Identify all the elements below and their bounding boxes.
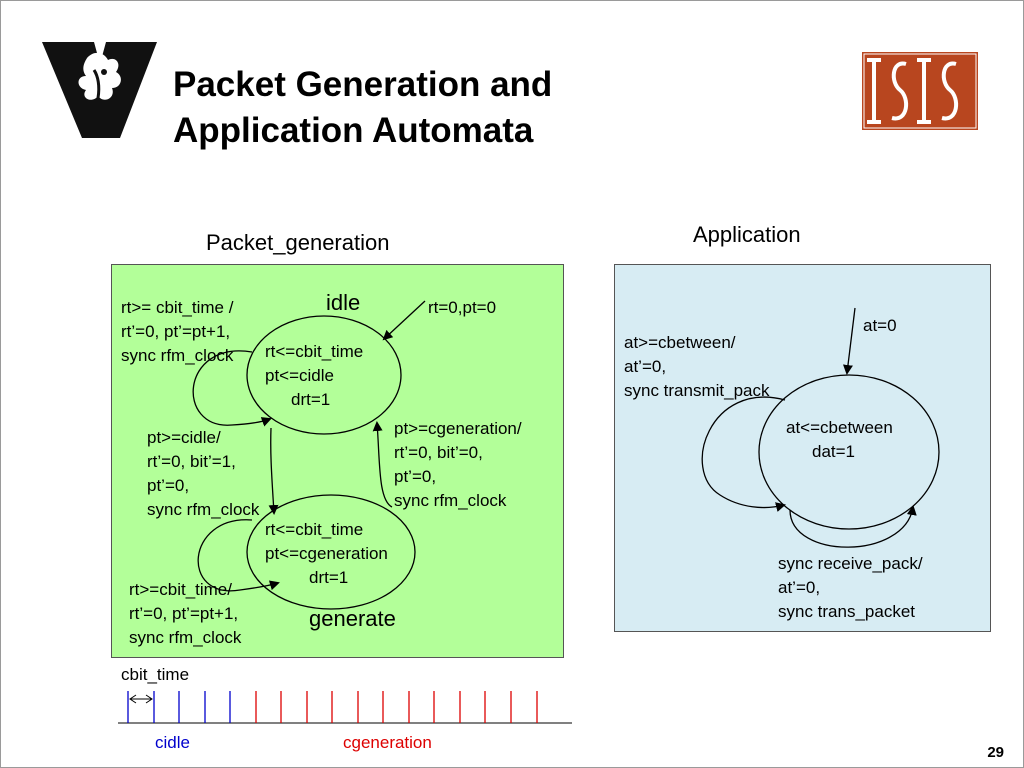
generate-loop-line: rt>=cbit_time/	[129, 580, 232, 599]
idle-invariant-line: rt<=cbit_time	[265, 342, 364, 361]
title-line-1: Packet Generation and	[173, 65, 553, 104]
cgeneration-label: cgeneration	[343, 733, 432, 752]
transition-line: pt’=0,	[394, 467, 437, 486]
app-invariant-line: at<=cbetween	[786, 418, 893, 437]
idle-loop-line: rt’=0, pt’=pt+1,	[121, 322, 231, 341]
app-loop-line: at’=0,	[624, 357, 667, 376]
idle-init-arrow	[382, 300, 426, 341]
cbit-time-label: cbit_time	[121, 665, 190, 684]
app-loop-line: sync trans_packet	[778, 602, 916, 621]
generate-invariant-line: rt<=cbit_time	[265, 520, 364, 539]
page-number: 29	[987, 744, 1004, 761]
app-loop-line: at’=0,	[778, 578, 821, 597]
generate-loop-label: rt>=cbit_time/ rt’=0, pt’=pt+1, sync rfm…	[129, 578, 241, 650]
generate-invariant-line: pt<=cgeneration	[265, 544, 388, 563]
app-loop-line: sync receive_pack/	[778, 554, 923, 573]
transition-line: sync rfm_clock	[147, 500, 260, 519]
timeline-cgeneration-ticks	[255, 691, 538, 723]
idle-loop-line: sync rfm_clock	[121, 346, 234, 365]
generate-to-idle-label: pt>=cgeneration/ rt’=0, bit’=0, pt’=0, s…	[394, 417, 522, 513]
idle-loop-line: rt>= cbit_time /	[121, 298, 234, 317]
application-bottom-loop-arrow	[789, 505, 917, 548]
app-invariant-line: dat=1	[812, 442, 856, 461]
application-panel	[614, 264, 991, 632]
isis-logo	[862, 52, 978, 130]
transition-line: pt>=cgeneration/	[394, 419, 522, 438]
application-state-circle	[758, 374, 940, 530]
generate-loop-arrow	[197, 519, 280, 592]
idle-state-circle	[246, 315, 402, 435]
application-heading: Application	[693, 222, 801, 247]
idle-invariant-line: drt=1	[291, 390, 331, 409]
transition-line: pt>=cidle/	[147, 428, 221, 447]
transition-line: rt’=0, bit’=1,	[147, 452, 236, 471]
idle-state-name: idle	[326, 290, 361, 315]
app-loop-line: at>=cbetween/	[624, 333, 736, 352]
generate-state-circle	[246, 494, 416, 610]
application-left-loop-label: at>=cbetween/ at’=0, sync transmit_pack	[624, 331, 770, 403]
idle-loop-arrow	[192, 350, 272, 427]
cidle-label: cidle	[155, 733, 190, 752]
generate-invariant-line: drt=1	[309, 568, 349, 587]
vanderbilt-v-logo	[42, 42, 157, 138]
transition-line: pt’=0,	[147, 476, 190, 495]
idle-invariant-line: pt<=cidle	[265, 366, 334, 385]
idle-loop-label: rt>= cbit_time / rt’=0, pt’=pt+1, sync r…	[121, 296, 233, 368]
timeline-cidle-ticks	[127, 691, 231, 723]
generate-state-name: generate	[309, 606, 396, 631]
transition-line: sync rfm_clock	[394, 491, 507, 510]
idle-invariant: rt<=cbit_time pt<=cidle drt=1	[265, 340, 363, 412]
slide-title: Packet Generation and Application Automa…	[173, 62, 552, 154]
generate-to-idle-arrow	[372, 421, 393, 508]
transition-line: rt’=0, bit’=0,	[394, 443, 483, 462]
application-bottom-loop-label: sync receive_pack/ at’=0, sync trans_pac…	[778, 552, 923, 624]
generate-loop-line: sync rfm_clock	[129, 628, 242, 647]
cbit-time-span-arrow	[129, 694, 153, 704]
packet-generation-heading: Packet_generation	[206, 230, 390, 255]
packet-generation-panel	[111, 264, 564, 658]
application-left-loop-arrow	[701, 396, 786, 512]
idle-to-generate-arrow	[268, 427, 279, 515]
generate-invariant: rt<=cbit_time pt<=cgeneration drt=1	[265, 518, 388, 590]
app-loop-line: sync transmit_pack	[624, 381, 770, 400]
idle-to-generate-label: pt>=cidle/ rt’=0, bit’=1, pt’=0, sync rf…	[147, 426, 259, 522]
application-init-label: at=0	[863, 316, 897, 335]
title-line-2: Application Automata	[173, 111, 534, 150]
generate-loop-line: rt’=0, pt’=pt+1,	[129, 604, 239, 623]
application-init-arrow	[843, 307, 856, 375]
idle-init-label: rt=0,pt=0	[428, 298, 497, 317]
application-invariant: at<=cbetween dat=1	[786, 416, 893, 464]
